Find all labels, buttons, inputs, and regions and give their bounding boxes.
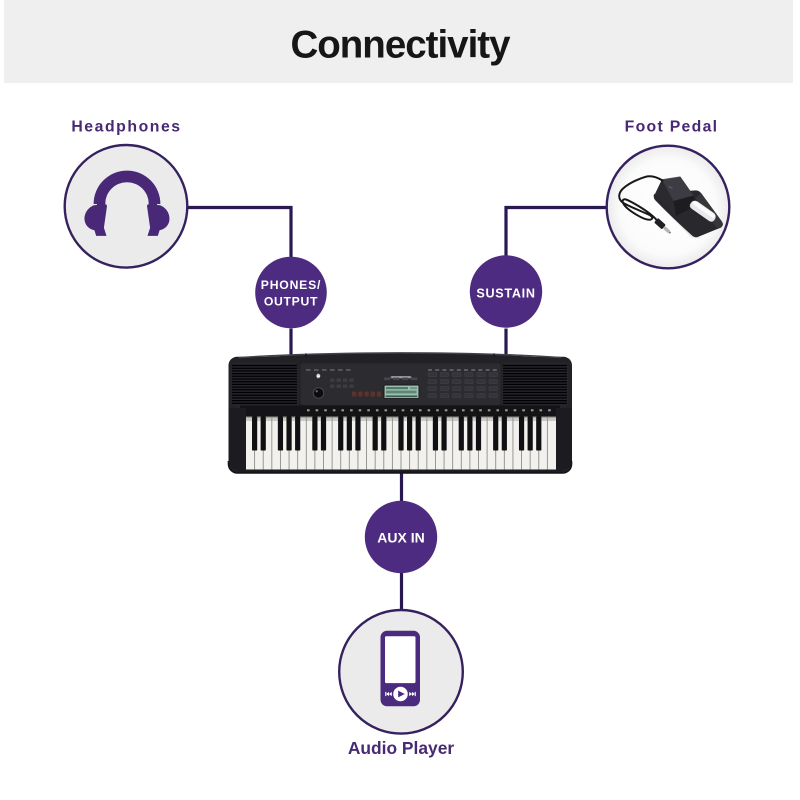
- svg-text:Foot Pedal: Foot Pedal: [625, 119, 719, 136]
- svg-text:Connectivity: Connectivity: [290, 24, 511, 67]
- svg-text:Headphones: Headphones: [71, 119, 181, 136]
- svg-text:Audio Player: Audio Player: [348, 738, 455, 758]
- svg-text:OUTPUT: OUTPUT: [264, 295, 318, 309]
- svg-text:PHONES/: PHONES/: [261, 278, 321, 292]
- svg-text:AUX IN: AUX IN: [377, 530, 424, 546]
- svg-text:SUSTAIN: SUSTAIN: [476, 286, 535, 300]
- svg-text:⌚: ⌚: [316, 373, 322, 379]
